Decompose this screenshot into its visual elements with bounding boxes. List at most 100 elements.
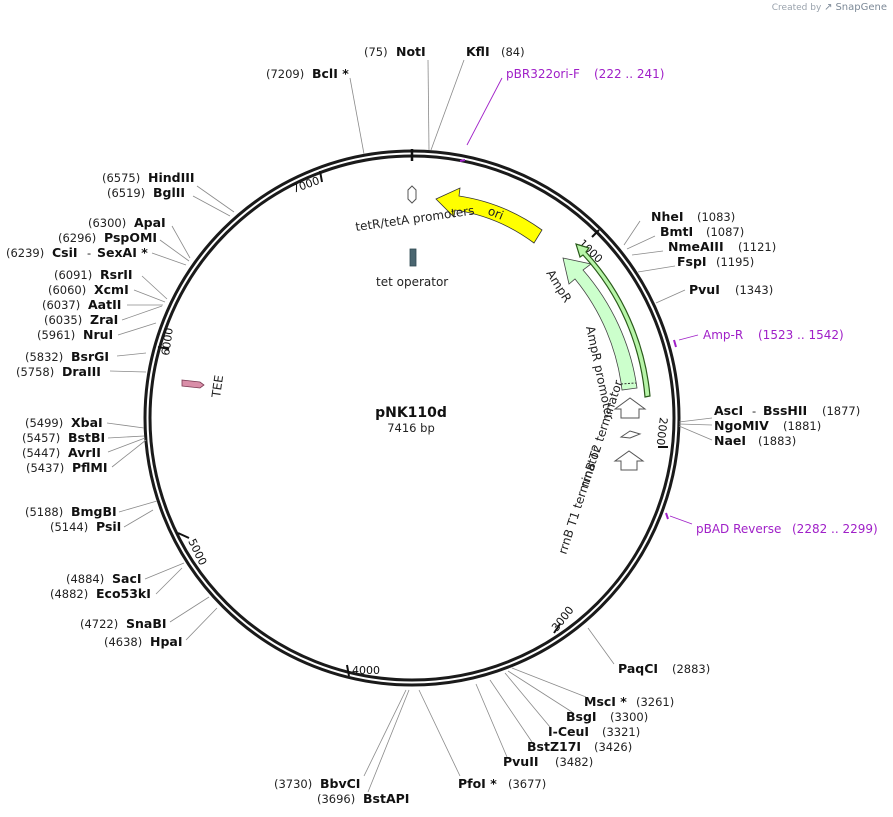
site-name-avrii[interactable]: AvrII — [68, 445, 101, 460]
rrnb-t2-terminator-icon[interactable] — [613, 397, 647, 419]
site-name-paqci[interactable]: PaqCI — [618, 661, 658, 676]
site-name-csii[interactable]: CsiI — [52, 245, 78, 260]
site-sep-csii: - — [87, 246, 91, 260]
tet-promoters-label: tetR/tetA promoters — [354, 203, 475, 234]
site-name-hpai[interactable]: HpaI — [150, 634, 183, 649]
site-name-msci[interactable]: MscI * — [584, 694, 627, 709]
primer-amp-r-range: (1523 .. 1542) — [758, 328, 844, 342]
site-pos-noti: (75) — [364, 45, 388, 59]
site-name-nmeaiii[interactable]: NmeAIII — [668, 239, 724, 254]
site-pos-nrui: (5961) — [37, 328, 75, 342]
tet-operator-icon[interactable] — [409, 248, 417, 267]
snapgene-logo-icon: ↗ — [824, 2, 833, 13]
ampr-stop-mark — [620, 382, 637, 385]
credit-text: Created by — [771, 3, 822, 13]
tick-label-6000: 6000 — [159, 327, 176, 357]
site-name-bstbi[interactable]: BstBI — [68, 430, 105, 445]
site-name-bbvci[interactable]: BbvCI — [320, 776, 360, 791]
site-pos-csii: (6239) — [6, 246, 44, 260]
site-pos-bstapi: (3696) — [317, 792, 355, 806]
primer-amp-r-name[interactable]: Amp-R — [703, 328, 743, 342]
primer-pbad-reverse-name[interactable]: pBAD Reverse — [696, 522, 781, 536]
site-name-bstz17i[interactable]: BstZ17I — [527, 739, 581, 754]
site-name-bstapi[interactable]: BstAPI — [363, 791, 409, 806]
site-name-kfli[interactable]: KflI — [466, 44, 490, 59]
plasmid-name: pNK110d — [375, 405, 447, 421]
site-name-ngomiv[interactable]: NgoMIV — [714, 418, 769, 433]
site-name-fspi[interactable]: FspI — [677, 254, 707, 269]
tee-feature-icon[interactable] — [181, 379, 205, 389]
rrnb-t1-terminator-icon[interactable] — [613, 450, 645, 471]
site-pos-naei: (1883) — [758, 434, 796, 448]
site-pos-apai: (6300) — [88, 216, 126, 230]
tick-mark-1000 — [591, 229, 600, 238]
site-pos-aatii: (6037) — [42, 298, 80, 312]
ori-arrow[interactable] — [435, 187, 543, 244]
site-name-nrui[interactable]: NruI — [83, 327, 113, 342]
site-name-aatii[interactable]: AatII — [88, 297, 121, 312]
site-name-asci[interactable]: AscI — [714, 403, 743, 418]
tick-mark-5000 — [177, 532, 190, 539]
site-name-bcli[interactable]: BclI * — [312, 66, 349, 81]
site-pos-bmti: (1087) — [706, 225, 744, 239]
site-name-rsrii[interactable]: RsrII — [100, 267, 133, 282]
site-pos-asci: (1877) — [822, 404, 860, 418]
site-name-bmti[interactable]: BmtI — [660, 224, 693, 239]
site-name-zrai[interactable]: ZraI — [90, 312, 118, 327]
site-name-pflmi[interactable]: PflMI — [72, 460, 108, 475]
site-name-pspomi[interactable]: PspOMI — [104, 230, 157, 245]
site-name-naei[interactable]: NaeI — [714, 433, 746, 448]
site-name-i-ceui[interactable]: I-CeuI — [548, 724, 589, 739]
site-pos-bstbi: (5457) — [22, 431, 60, 445]
site-pos-bmgbi: (5188) — [25, 505, 63, 519]
site-pos-nhei: (1083) — [697, 210, 735, 224]
site-name-saci[interactable]: SacI — [112, 571, 142, 586]
site-name-snabi[interactable]: SnaBI — [126, 616, 167, 631]
site-name-sexai[interactable]: SexAI * — [97, 245, 148, 260]
site-sep-asci: - — [752, 404, 756, 418]
site-name-apai[interactable]: ApaI — [134, 215, 166, 230]
site-name-pfoi[interactable]: PfoI * — [458, 776, 497, 791]
tick-label-2000: 2000 — [654, 417, 670, 446]
site-pos-kfli: (84) — [501, 45, 525, 59]
tet-operator-label: tet operator — [376, 275, 448, 289]
site-name-noti[interactable]: NotI — [396, 44, 426, 59]
site-name-bsgi[interactable]: BsgI — [566, 709, 597, 724]
site-name-bglii[interactable]: BglII — [153, 185, 185, 200]
site-name-eco53ki[interactable]: Eco53kI — [96, 586, 151, 601]
ampr-arrow[interactable] — [562, 257, 638, 391]
site-pos-xbai: (5499) — [25, 416, 63, 430]
site-pos-bsrgi: (5832) — [25, 350, 63, 364]
site-name-pvuii[interactable]: PvuII — [503, 754, 539, 769]
site-pos-rsrii: (6091) — [54, 268, 92, 282]
site-pos-bcli: (7209) — [266, 67, 304, 81]
primer-pbad-reverse-range: (2282 .. 2299) — [792, 522, 878, 536]
ampr-promoter-arrow[interactable] — [575, 243, 651, 398]
site-pos-xcmi: (6060) — [48, 283, 86, 297]
primer-mark-amp-r — [673, 339, 677, 348]
site-pos-pflmi: (5437) — [26, 461, 64, 475]
site-pos-hpai: (4638) — [104, 635, 142, 649]
site-name-psii[interactable]: PsiI — [96, 519, 121, 534]
site-name-bsshii[interactable]: BssHII — [763, 403, 807, 418]
site-name-bsrgi[interactable]: BsrGI — [71, 349, 109, 364]
site-name-nhei[interactable]: NheI — [651, 209, 684, 224]
site-name-draiii[interactable]: DraIII — [62, 364, 101, 379]
tick-label-4000: 4000 — [352, 664, 380, 677]
site-name-xcmi[interactable]: XcmI — [94, 282, 129, 297]
site-pos-snabi: (4722) — [80, 617, 118, 631]
primer-mark-pbr322ori-f — [459, 159, 466, 162]
tick-mark-6000 — [157, 346, 170, 350]
tet-promoters-icon[interactable] — [407, 185, 417, 204]
site-pos-draiii: (5758) — [16, 365, 54, 379]
site-name-bmgbi[interactable]: BmgBI — [71, 504, 117, 519]
site-name-xbai[interactable]: XbaI — [71, 415, 103, 430]
credit-brand: SnapGene — [835, 2, 887, 13]
tick-mark-3000 — [553, 623, 561, 634]
site-pos-zrai: (6035) — [44, 313, 82, 327]
primer-pbr322ori-f-name[interactable]: pBR322ori-F — [506, 67, 580, 81]
site-name-pvui-1[interactable]: PvuI — [689, 282, 720, 297]
site-name-hindiii[interactable]: HindIII — [148, 170, 195, 185]
site-pos-psii: (5144) — [50, 520, 88, 534]
terminator-small-icon[interactable] — [619, 430, 642, 439]
